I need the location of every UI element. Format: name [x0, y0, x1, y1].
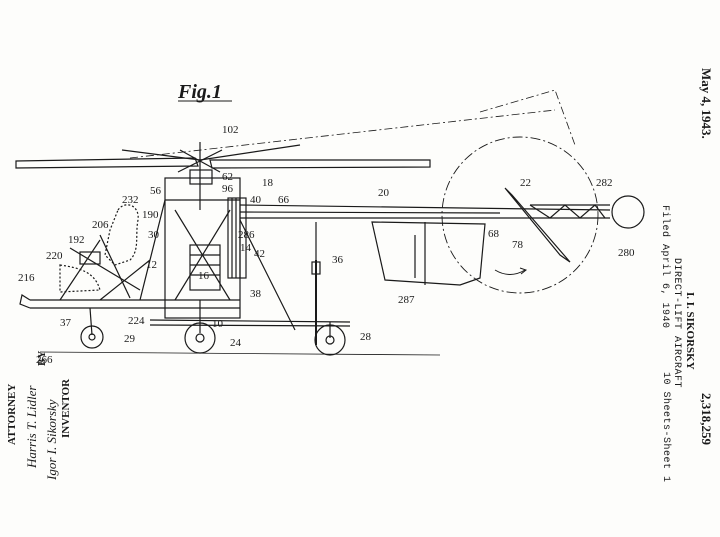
ref-numeral-10: 10 [212, 318, 224, 330]
engine-frame [165, 178, 295, 330]
ref-numeral-192: 192 [68, 234, 85, 246]
attorney-label: ATTORNEY [6, 384, 18, 445]
ref-numeral-36: 36 [332, 254, 344, 266]
ref-numeral-287: 287 [398, 294, 415, 306]
filed-date: Filed April 6, 1940 [659, 205, 670, 329]
inventor-name: I. I. SIKORSKY [684, 292, 696, 370]
ref-numeral-286: 286 [238, 229, 255, 241]
ref-numeral-206: 206 [92, 219, 109, 231]
ref-numeral-30: 30 [148, 229, 160, 241]
ref-numeral-62: 62 [222, 171, 233, 183]
lower-frame [20, 200, 350, 326]
ref-numeral-220: 220 [46, 250, 63, 262]
attorney-signature: Harris T. Lidler [24, 386, 40, 468]
ref-numeral-68: 68 [488, 228, 500, 240]
ref-numeral-280: 280 [618, 247, 635, 259]
ref-numeral-24: 24 [230, 337, 242, 349]
ref-numeral-42: 42 [254, 248, 265, 260]
ref-numeral-56: 56 [150, 185, 162, 197]
ref-numeral-96: 96 [222, 183, 234, 195]
sheet-count: 10 Sheets-Sheet 1 [660, 372, 671, 483]
ref-numeral-102: 102 [222, 124, 239, 136]
ref-numeral-12: 12 [146, 259, 157, 271]
patent-number: 2,318,259 [698, 393, 714, 445]
ref-numeral-282: 282 [596, 177, 613, 189]
tail-boom [240, 188, 644, 262]
ref-numeral-16: 16 [198, 270, 210, 282]
ref-numeral-14: 14 [240, 242, 252, 254]
ref-numeral-224: 224 [128, 315, 145, 327]
ref-numeral-40: 40 [250, 194, 262, 206]
by-label: BY [36, 351, 48, 366]
patent-date: May 4, 1943. [698, 68, 714, 139]
ref-numeral-232: 232 [122, 194, 139, 206]
ref-numeral-216: 216 [18, 272, 35, 284]
inventor-signature: Igor I. Sikorsky [44, 399, 60, 480]
ref-numeral-28: 28 [360, 331, 372, 343]
figure-title: Fig.1 [177, 81, 222, 103]
ref-numeral-22: 22 [520, 177, 531, 189]
inventor-label: INVENTOR [60, 379, 72, 438]
ref-numeral-66: 66 [278, 194, 290, 206]
tank-287 [372, 222, 485, 285]
ref-numeral-37: 37 [60, 317, 72, 329]
ref-numeral-18: 18 [262, 177, 274, 189]
patent-title: DIRECT-LIFT AIRCRAFT [671, 258, 682, 388]
ref-numeral-78: 78 [512, 239, 524, 251]
ref-numeral-190: 190 [142, 209, 159, 221]
ref-numeral-38: 38 [250, 288, 262, 300]
ref-numeral-29: 29 [124, 333, 136, 345]
tail-rotor-disk [442, 137, 598, 293]
ref-numeral-20: 20 [378, 187, 390, 199]
